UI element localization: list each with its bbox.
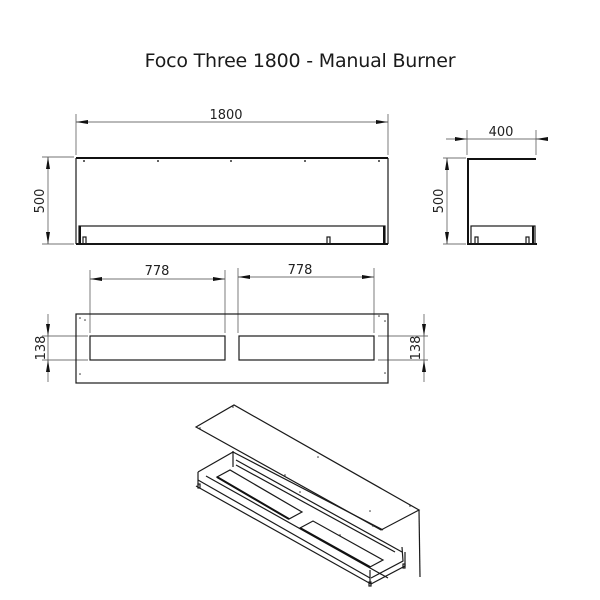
front-width-dimension: 1800 [209,108,242,123]
slot-left-width-dimension: 778 [145,264,170,279]
side-view: 400 500 [432,125,548,245]
front-view: 1800 500 [33,108,389,245]
drawing-title: Foco Three 1800 - Manual Burner [144,50,456,72]
slot-right-height-dimension: 138 [409,336,424,361]
slot-left-height-dimension: 138 [34,336,49,361]
isometric-view [194,404,421,587]
slot-right-width-dimension: 778 [288,263,313,278]
plan-view: 778 778 138 138 [34,263,428,384]
side-height-dimension: 500 [432,189,447,214]
side-depth-dimension: 400 [489,125,514,140]
front-height-dimension: 500 [33,189,48,214]
